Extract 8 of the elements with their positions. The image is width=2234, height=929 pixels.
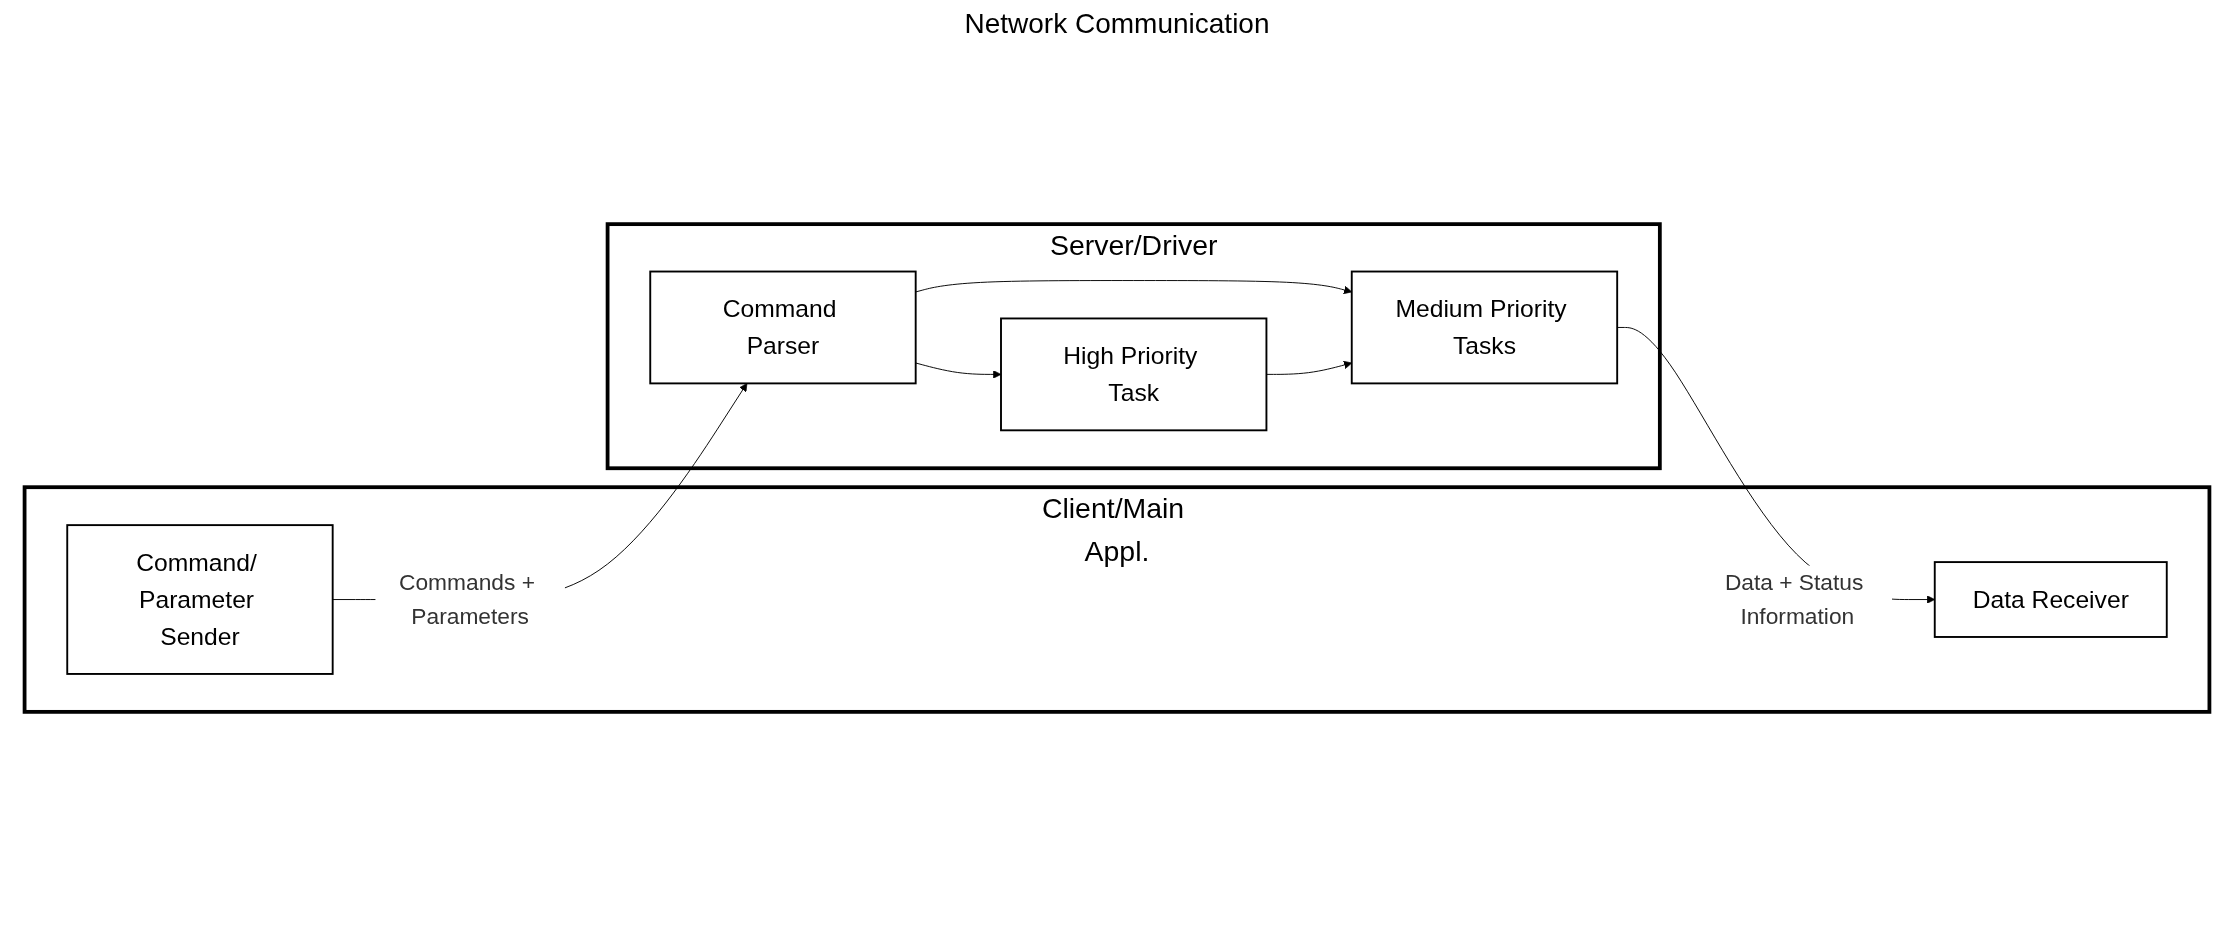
node-box: High Priority Task xyxy=(1000,317,1268,432)
edge-label: Data + Status Information xyxy=(1724,569,1864,629)
node-box: Command/ Parameter Sender xyxy=(66,524,334,675)
node-box: Data Receiver xyxy=(1933,561,2168,638)
node-box: Medium Priority Tasks xyxy=(1350,270,1619,385)
column-heading: Network Communication xyxy=(963,8,1271,40)
edge-label: Commands + Parameters xyxy=(399,569,535,629)
node-box: Command Parser xyxy=(649,270,917,385)
